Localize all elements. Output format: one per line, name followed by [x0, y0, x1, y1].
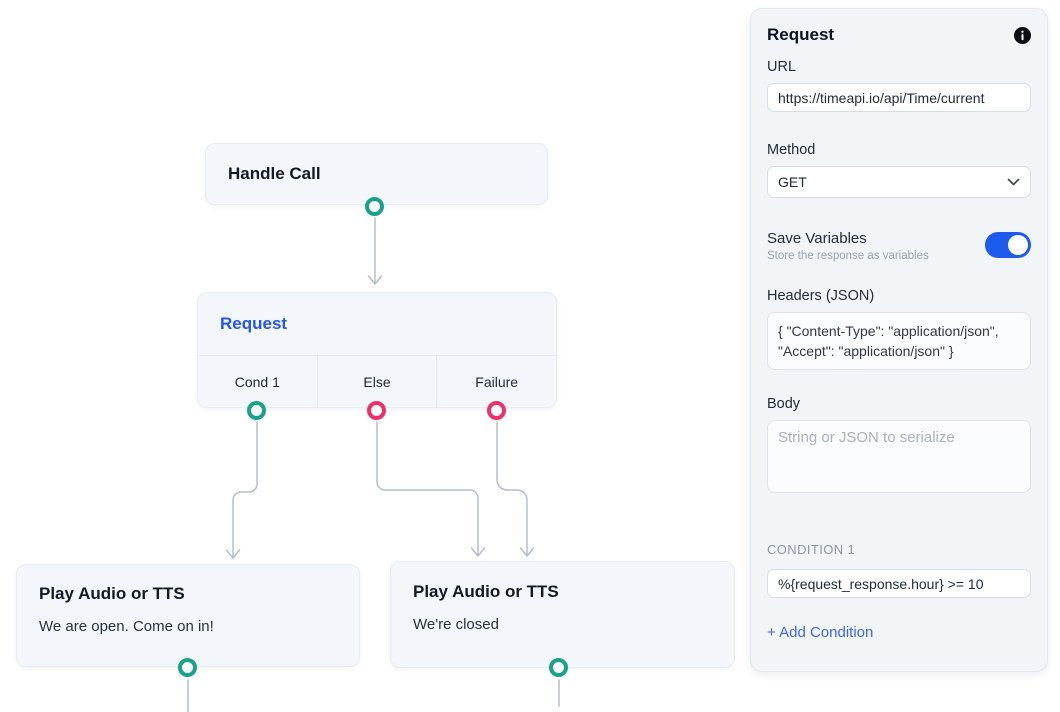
- url-input[interactable]: [767, 83, 1031, 112]
- info-icon[interactable]: [1014, 26, 1031, 44]
- request-settings-panel: Request URL Method GET Save Variables St…: [750, 8, 1048, 672]
- headers-label: Headers (JSON): [767, 288, 875, 304]
- port-handle-call-out[interactable]: [365, 197, 384, 216]
- port-failure-out[interactable]: [487, 401, 506, 420]
- node-title: Play Audio or TTS: [413, 582, 559, 601]
- condition-1-input[interactable]: [767, 569, 1031, 598]
- branch-failure[interactable]: Failure: [436, 356, 556, 408]
- node-title: Handle Call: [228, 164, 321, 183]
- headers-input[interactable]: { "Content-Type": "application/json", "A…: [767, 312, 1031, 370]
- port-else-out[interactable]: [367, 401, 386, 420]
- node-handle-call[interactable]: Handle Call: [205, 143, 548, 205]
- save-variables-toggle[interactable]: [985, 232, 1031, 258]
- method-label: Method: [767, 142, 816, 158]
- save-variables-label: Save Variables: [767, 230, 867, 247]
- node-request[interactable]: Request Cond 1 Else Failure: [197, 292, 557, 408]
- body-label: Body: [767, 396, 801, 412]
- node-message: We're closed: [413, 616, 499, 633]
- port-play-closed-out[interactable]: [549, 658, 568, 677]
- panel-title: Request: [767, 25, 835, 44]
- node-play-audio-open[interactable]: Play Audio or TTS We are open. Come on i…: [16, 564, 360, 667]
- edge-cond1-playopen: [232, 421, 258, 558]
- body-input[interactable]: [767, 420, 1031, 493]
- edge-failure-playclosed: [496, 421, 528, 556]
- node-title: Request: [220, 314, 288, 333]
- branch-else[interactable]: Else: [316, 356, 437, 408]
- node-message: We are open. Come on in!: [39, 618, 214, 635]
- node-title: Play Audio or TTS: [39, 584, 185, 603]
- toggle-knob: [1008, 235, 1028, 255]
- method-value: GET: [778, 174, 807, 190]
- node-play-audio-closed[interactable]: Play Audio or TTS We're closed: [390, 561, 735, 668]
- method-select[interactable]: GET: [767, 166, 1031, 198]
- port-play-open-out[interactable]: [178, 658, 197, 677]
- add-condition-link[interactable]: + Add Condition: [767, 624, 874, 641]
- save-variables-sublabel: Store the response as variables: [767, 250, 929, 262]
- port-cond1-out[interactable]: [247, 401, 266, 420]
- edge-else-playclosed: [376, 421, 479, 556]
- branch-cond-1[interactable]: Cond 1: [234, 374, 280, 390]
- chevron-down-icon: [1007, 178, 1020, 186]
- url-label: URL: [767, 59, 797, 75]
- condition-1-heading: CONDITION 1: [767, 542, 856, 557]
